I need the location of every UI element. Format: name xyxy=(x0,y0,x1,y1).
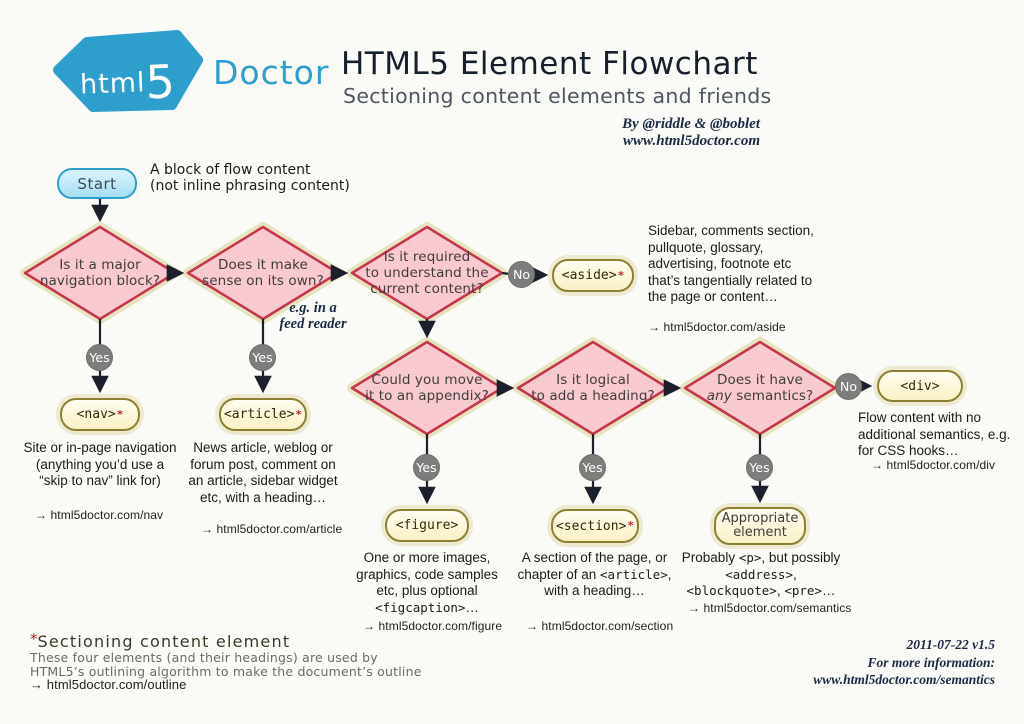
page-title: HTML5 Element Flowchart xyxy=(341,46,758,82)
yes-badge-nav: Yes xyxy=(86,344,113,371)
element-box-article: <article>* xyxy=(219,398,307,431)
figure-link[interactable]: → html5doctor.com/figure xyxy=(363,619,503,633)
html5doctor-logo-shape xyxy=(53,30,203,112)
start-annotation: A block of flow content (not inline phra… xyxy=(150,162,350,194)
nav-description: Site or in-page navigation (anything you… xyxy=(23,440,177,488)
footnote-body: These four elements (and their headings)… xyxy=(30,650,422,679)
yes-badge-section: Yes xyxy=(579,454,606,481)
element-box-figure: <figure> xyxy=(385,509,469,542)
version-info: 2011-07-22 v1.5 For more information: ww… xyxy=(813,636,995,689)
aside-link[interactable]: → html5doctor.com/aside xyxy=(648,320,786,334)
element-box-nav: <nav>* xyxy=(60,398,140,431)
no-badge-div: No xyxy=(835,373,862,400)
logo-5-text: 5 xyxy=(144,54,177,110)
yes-badge-figure: Yes xyxy=(413,454,440,481)
start-node: Start xyxy=(57,168,137,199)
element-box-div: <div> xyxy=(877,370,963,402)
section-link[interactable]: → html5doctor.com/section xyxy=(526,619,674,633)
credit-authors: By @riddle & @boblet xyxy=(622,116,760,132)
no-badge-aside: No xyxy=(508,261,535,288)
author-credit: By @riddle & @boblet www.html5doctor.com xyxy=(622,116,760,150)
yes-badge-article: Yes xyxy=(249,344,276,371)
div-description: Flow content with no additional semantic… xyxy=(858,410,1011,458)
page-subtitle: Sectioning content elements and friends xyxy=(343,84,772,108)
logo-html-text: html xyxy=(79,67,147,101)
yes-badge-semantics: Yes xyxy=(746,454,773,481)
article-description: News article, weblog or forum post, comm… xyxy=(188,440,338,505)
section-description: A section of the page, or chapter of an … xyxy=(517,550,672,598)
credit-site[interactable]: www.html5doctor.com xyxy=(623,133,760,149)
start-label: Start xyxy=(77,174,117,193)
footnote-title: *Sectioning content element xyxy=(30,630,291,651)
more-info-link[interactable]: www.html5doctor.com/semantics xyxy=(813,672,995,687)
asterisk-icon: * xyxy=(30,630,38,648)
article-link[interactable]: → html5doctor.com/article xyxy=(201,522,343,536)
outline-link[interactable]: → html5doctor.com/outline xyxy=(30,677,187,692)
aside-description: Sidebar, comments section, pullquote, gl… xyxy=(648,223,814,304)
element-box-section: <section>* xyxy=(551,509,639,543)
semantics-link[interactable]: → html5doctor.com/semantics xyxy=(688,601,852,615)
logo-doctor-text: Doctor xyxy=(213,53,330,92)
semantics-description: Probably <p>, but possibly <address>, <b… xyxy=(681,550,841,598)
more-info-label: For more information: xyxy=(867,654,995,670)
version-label: 2011-07-22 v1.5 xyxy=(906,637,996,652)
div-link[interactable]: → html5doctor.com/div xyxy=(871,458,996,472)
nav-link[interactable]: → html5doctor.com/nav xyxy=(35,508,164,522)
logo-wordmark: html5 xyxy=(79,54,177,111)
figure-description: One or more images, graphics, code sampl… xyxy=(356,550,498,615)
decision-semantics-question: Does it have any semantics? xyxy=(706,372,814,404)
element-box-aside: <aside>* xyxy=(552,259,634,292)
